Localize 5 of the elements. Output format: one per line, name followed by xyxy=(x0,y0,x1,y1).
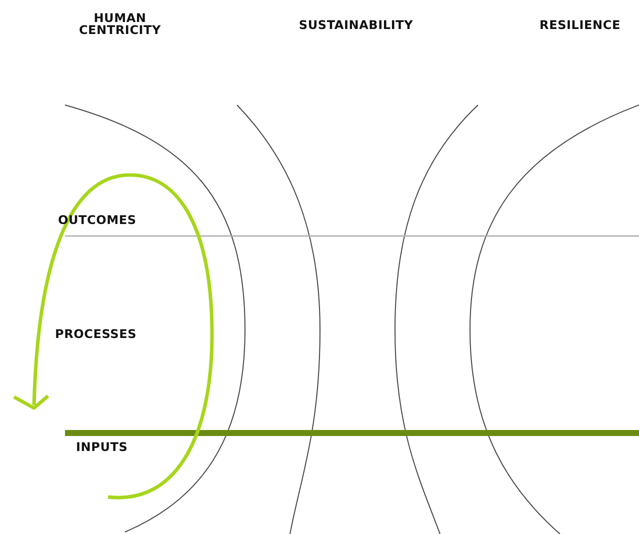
column-heading: HUMAN CENTRICITY xyxy=(78,12,162,36)
column-heading: SUSTAINABILITY xyxy=(298,19,414,31)
column-heading: RESILIENCE xyxy=(540,19,620,31)
row-label: PROCESSES xyxy=(55,328,137,340)
row-label: INPUTS xyxy=(76,441,128,453)
